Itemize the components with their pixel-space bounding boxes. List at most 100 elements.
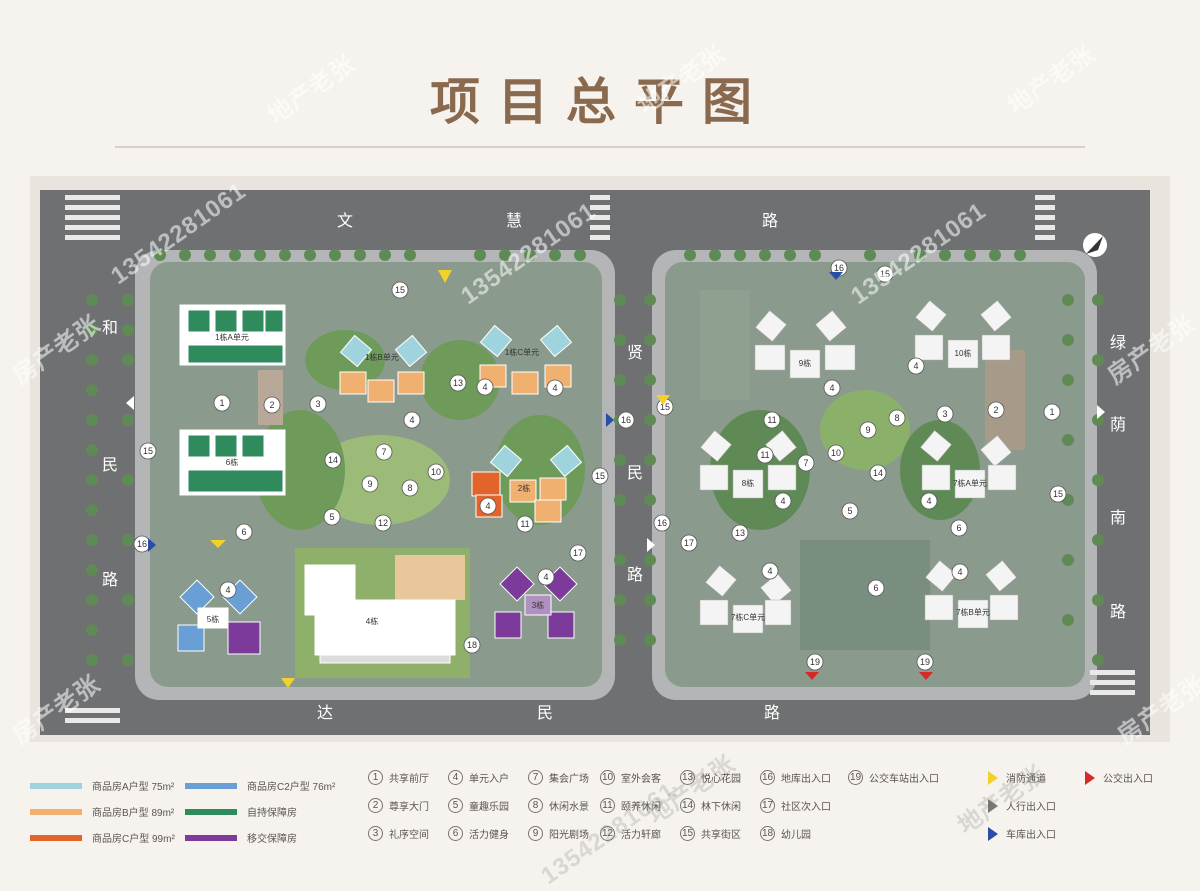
building-label-1B: 1栋B单元 (365, 352, 399, 362)
fire-lane-marker (438, 270, 452, 283)
svg-text:18: 18 (467, 640, 477, 650)
legend-number: 13 (680, 770, 695, 785)
map-marker-5: 5 (841, 502, 859, 520)
svg-text:6: 6 (873, 583, 878, 593)
svg-text:9: 9 (367, 479, 372, 489)
svg-text:12: 12 (378, 518, 388, 528)
map-marker-8: 8 (888, 409, 906, 427)
street-south-char-2: 民 (537, 705, 553, 722)
street-south-char-3: 路 (764, 704, 780, 722)
map-marker-19: 19 (916, 653, 934, 671)
svg-text:8: 8 (407, 483, 412, 493)
legend-label: 集会广场 (549, 774, 589, 785)
legend-number: 4 (448, 770, 463, 785)
map-marker-4: 4 (479, 497, 497, 515)
legend-number: 11 (600, 798, 615, 813)
svg-text:3: 3 (942, 409, 947, 419)
building-5 (177, 579, 261, 655)
site-plan-map: 文 慧 路 达 民 路 和 民 路 绿 荫 南 路 贤 民 路 1栋A单元 6栋… (30, 176, 1170, 742)
legend-label: 商品房C2户型 76m² (247, 782, 336, 793)
legend-number: 14 (680, 798, 695, 813)
svg-text:2: 2 (993, 405, 998, 415)
legend-swatch (185, 782, 237, 789)
svg-text:4: 4 (225, 585, 230, 595)
svg-text:9: 9 (865, 425, 870, 435)
building-label-7A: 7栋A单元 (953, 478, 987, 488)
map-marker-16: 16 (653, 514, 671, 532)
building-label-8: 8栋 (742, 478, 754, 488)
map-marker-2: 2 (987, 401, 1005, 419)
legend-label: 公交出入口 (1103, 774, 1153, 785)
building-7C (699, 565, 792, 634)
street-east-char-2: 荫 (1110, 416, 1126, 434)
street-south-char-1: 达 (317, 704, 333, 722)
building-label-2: 2栋 (518, 483, 530, 493)
garage-entrance-marker (829, 272, 843, 280)
legend-label: 共享前厅 (389, 774, 429, 785)
svg-text:4: 4 (913, 361, 918, 371)
legend-access: 车库出入口 (988, 826, 1056, 841)
map-marker-19: 19 (806, 653, 824, 671)
legend-number: 7 (528, 770, 543, 785)
legend-swatch (30, 834, 82, 841)
svg-text:4: 4 (409, 415, 414, 425)
legend-unit-type: 自持保障房 (185, 804, 297, 819)
legend-arrow-icon (1085, 770, 1095, 785)
map-marker-12: 12 (374, 514, 392, 532)
svg-text:13: 13 (735, 528, 745, 538)
map-marker-4: 4 (951, 563, 969, 581)
svg-text:4: 4 (780, 496, 785, 506)
map-marker-18: 18 (463, 636, 481, 654)
legend-facility: 8 休闲水景 (528, 798, 589, 813)
svg-text:16: 16 (137, 539, 147, 549)
fire-lane-marker (210, 540, 226, 548)
svg-text:7: 7 (803, 458, 808, 468)
svg-text:16: 16 (621, 415, 631, 425)
legend-label: 车库出入口 (1006, 830, 1056, 841)
legend-arrow-icon (988, 798, 998, 813)
legend-label: 尊享大门 (389, 802, 429, 813)
legend-label: 休闲水景 (549, 802, 589, 813)
legend-unit-type: 移交保障房 (185, 830, 297, 845)
legend-label: 室外会客 (621, 774, 661, 785)
svg-text:11: 11 (760, 450, 769, 460)
legend-number: 8 (528, 798, 543, 813)
map-marker-13: 13 (449, 374, 467, 392)
map-marker-10: 10 (827, 444, 845, 462)
legend-label: 单元入户 (469, 774, 509, 785)
svg-text:2: 2 (269, 400, 274, 410)
svg-text:4: 4 (926, 496, 931, 506)
map-marker-11: 11 (516, 515, 534, 533)
map-marker-6: 6 (950, 519, 968, 537)
map-marker-4: 4 (537, 568, 555, 586)
map-marker-4: 4 (920, 492, 938, 510)
map-marker-15: 15 (391, 281, 409, 299)
legend-number: 1 (368, 770, 383, 785)
legend-arrow-icon (988, 826, 998, 841)
legend-label: 地库出入口 (781, 774, 831, 785)
building-7A (920, 430, 1017, 499)
map-marker-4: 4 (774, 492, 792, 510)
legend-unit-type: 商品房A户型 75m² (30, 778, 174, 793)
svg-text:4: 4 (485, 501, 490, 511)
svg-text:15: 15 (660, 402, 670, 412)
map-marker-3: 3 (309, 395, 327, 413)
svg-text:15: 15 (880, 269, 890, 279)
map-marker-4: 4 (476, 378, 494, 396)
legend-label: 活力轩廊 (621, 830, 661, 841)
legend-label: 移交保障房 (247, 834, 297, 845)
street-middle-char-2: 民 (627, 465, 643, 482)
map-marker-16: 16 (133, 535, 151, 553)
building-7B (924, 560, 1019, 629)
svg-text:19: 19 (920, 657, 930, 667)
map-marker-14: 14 (869, 464, 887, 482)
legend-arrow-icon (988, 770, 998, 785)
